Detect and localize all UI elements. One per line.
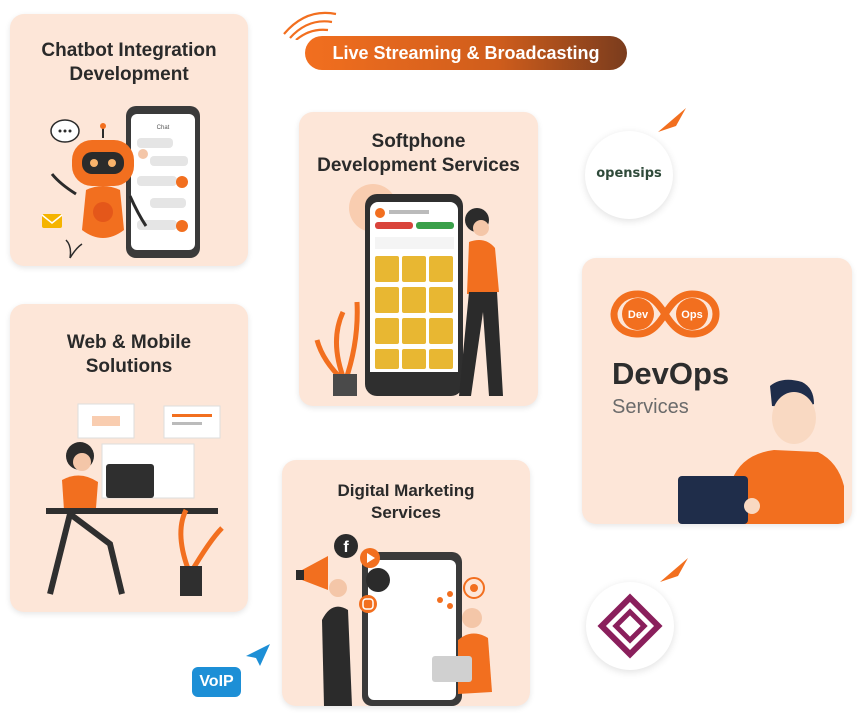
web-mobile-illustration [46, 403, 224, 596]
live-streaming-banner[interactable]: Live Streaming & Broadcasting [305, 36, 627, 70]
devops-title: DevOps [612, 356, 730, 391]
opensips-logo[interactable]: opensips [585, 131, 673, 219]
devops-subtitle: Services [612, 396, 689, 418]
digital-marketing-title: Digital Marketing Services [337, 481, 475, 522]
opensips-logo-text: opensips [596, 166, 662, 181]
softphone-card[interactable]: Softphone Development Services [299, 112, 538, 406]
wifi-icon [283, 11, 337, 40]
instagram-icon [359, 595, 377, 613]
kamailio-logo[interactable] [586, 582, 674, 670]
chatbot-title: Chatbot Integration Development [41, 40, 217, 85]
web-mobile-title: Web & Mobile Solutions [66, 332, 192, 377]
arrow-icon [658, 108, 686, 132]
web-mobile-card[interactable]: Web & Mobile Solutions [10, 304, 248, 612]
softphone-title: Softphone Development Services [317, 131, 520, 176]
devops-illustration [678, 379, 844, 524]
svg-text:f: f [343, 539, 349, 556]
devops-card[interactable]: Dev Ops DevOps Services [582, 258, 852, 524]
target-icon [463, 577, 485, 599]
devops-infinity-logo: Dev Ops [610, 290, 720, 338]
softphone-illustration [314, 184, 503, 396]
chatbot-illustration: Chat [41, 106, 200, 259]
devops-logo-right: Ops [681, 309, 702, 321]
envelope-icon [42, 214, 62, 228]
devops-logo-left: Dev [628, 309, 649, 321]
kamailio-icon [597, 593, 663, 659]
facebook-icon: f [334, 534, 358, 558]
arrow-icon [246, 644, 270, 666]
megaphone-icon [296, 556, 328, 590]
twitter-icon [366, 568, 390, 592]
voip-badge[interactable]: VoIP [192, 667, 241, 697]
chat-header: Chat [157, 125, 170, 131]
arrow-icon [660, 558, 688, 582]
play-icon [360, 548, 380, 568]
digital-marketing-illustration: f [296, 534, 492, 706]
chatbot-card[interactable]: Chatbot Integration Development Chat [10, 14, 248, 266]
digital-marketing-card[interactable]: Digital Marketing Services f [282, 460, 530, 706]
share-icon [437, 591, 453, 609]
